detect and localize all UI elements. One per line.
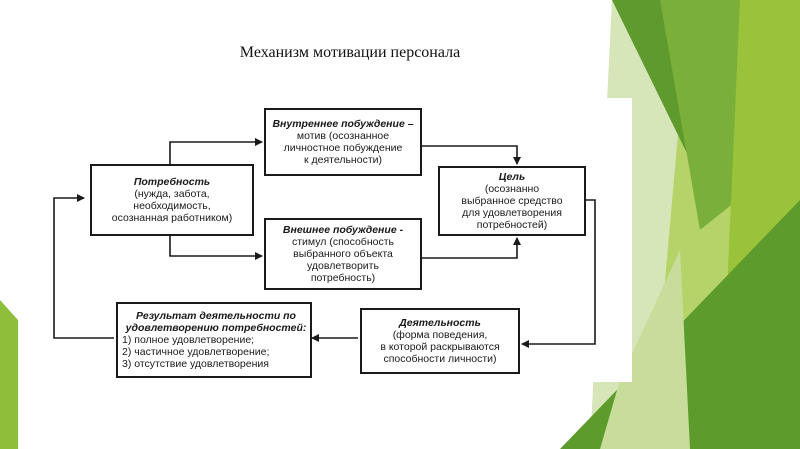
goal-line: потребностей)	[476, 219, 548, 231]
arrow-need-to-outer	[169, 236, 263, 260]
arrow-need-to-inner	[169, 138, 263, 164]
goal-heading: Цель	[498, 171, 526, 183]
goal-line: для удовлетворения	[462, 207, 562, 219]
inner-heading: Внутреннее побуждение –	[272, 118, 414, 130]
box-activity: Деятельность (форма поведения, в которой…	[360, 308, 520, 374]
activity-line: способности личности)	[383, 353, 497, 365]
inner-line: мотив (осознанное	[296, 130, 390, 142]
connector-arrows	[53, 138, 596, 348]
need-heading: Потребность	[133, 176, 211, 188]
activity-line: в которой раскрываются	[380, 341, 500, 353]
result-line: 1) полное удовлетворение;	[122, 334, 255, 346]
box-result: Результат деятельности по удовлетворению…	[116, 302, 312, 378]
outer-heading: Внешнее побуждение -	[282, 224, 404, 236]
arrow-goal-to-activity	[521, 199, 596, 348]
result-heading: удовлетворению потребностей:	[125, 322, 307, 334]
diagram-panel: Потребность (нужда, забота, необходимост…	[42, 98, 632, 382]
box-outer-stimulus: Внешнее побуждение - стимул (способность…	[264, 218, 422, 290]
box-goal: Цель (осознанно выбранное средство для у…	[438, 166, 586, 236]
arrow-outer-to-goal	[420, 237, 521, 259]
result-line: 3) отсутствие удовлетворения	[122, 358, 269, 370]
result-heading: Результат деятельности по	[136, 310, 296, 322]
arrow-inner-to-goal	[420, 145, 521, 165]
need-line: осознанная работником)	[111, 212, 233, 224]
slide-title: Механизм мотивации персонала	[239, 44, 461, 61]
need-line: необходимость,	[133, 200, 211, 212]
outer-line: выбранного объекта	[293, 248, 393, 260]
goal-line: выбранное средство	[461, 195, 563, 207]
inner-line: к деятельности)	[303, 154, 382, 166]
result-line: 2) частичное удовлетворение;	[122, 346, 270, 358]
arrow-result-to-need	[53, 194, 114, 339]
outer-line: удовлетворить	[307, 260, 379, 272]
inner-line: личностное побуждение	[283, 142, 403, 154]
deco-left-strip	[0, 300, 18, 449]
need-line: (нужда, забота,	[134, 188, 210, 200]
activity-heading: Деятельность	[399, 317, 481, 329]
goal-line: (осознанно	[484, 183, 540, 195]
box-inner-motive: Внутреннее побуждение – мотив (осознанно…	[264, 108, 422, 176]
box-need: Потребность (нужда, забота, необходимост…	[90, 164, 254, 236]
outer-line: стимул (способность	[292, 236, 394, 248]
deco-right-pale-wedge	[600, 250, 690, 449]
outer-line: потребность)	[310, 272, 376, 284]
activity-line: (форма поведения,	[392, 329, 488, 341]
